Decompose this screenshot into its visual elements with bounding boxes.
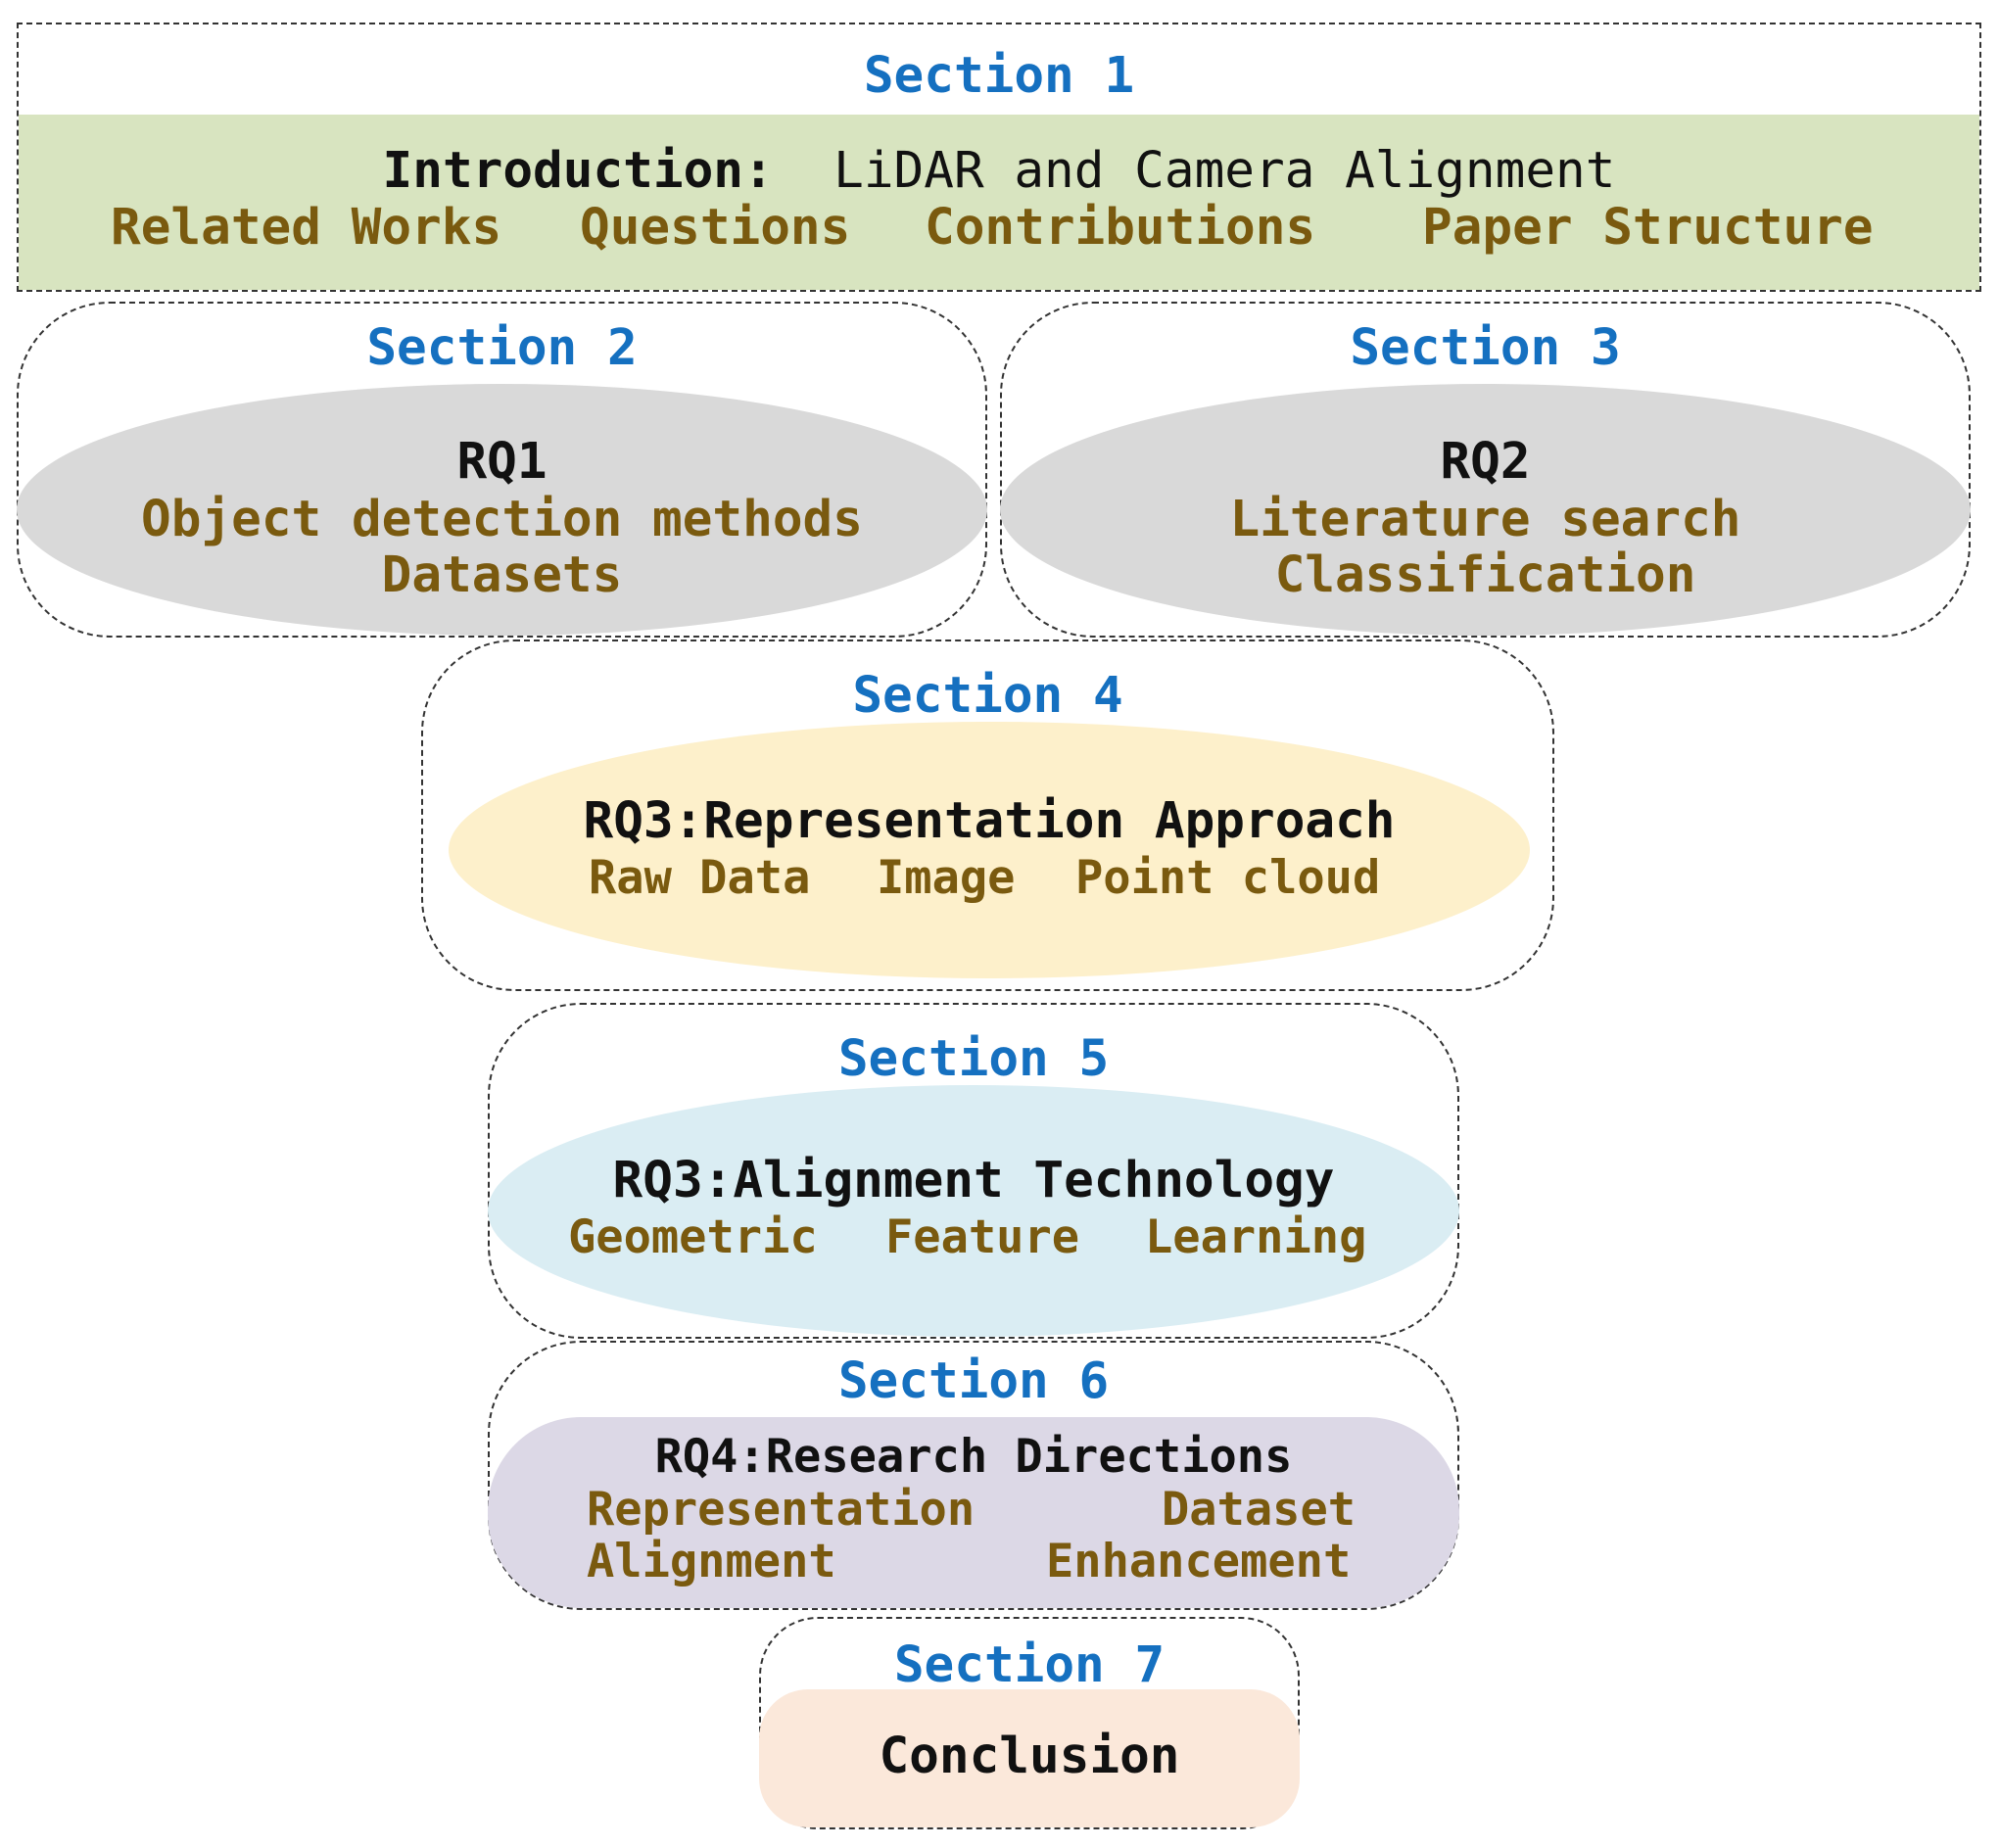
section-5-item-feature: Feature <box>885 1210 1080 1264</box>
section-5-title: Section 5 <box>837 1030 1110 1088</box>
section-6-box: Section 6 RQ4:Research Directions Repres… <box>488 1341 1459 1610</box>
section-5-item-learning: Learning <box>1145 1210 1367 1264</box>
section-4-item-image: Image <box>877 851 1016 905</box>
section-1-topic-text: LiDAR and Camera Alignment <box>833 142 1616 200</box>
section-6-item-dataset: Dataset <box>1162 1483 1356 1537</box>
section-5-rq: RQ3:Alignment Technology <box>612 1152 1335 1209</box>
section-3-line-1: Literature search <box>1229 491 1741 548</box>
section-6-item-representation: Representation <box>587 1483 976 1537</box>
section-3-title: Section 3 <box>1350 319 1621 377</box>
section-5-box: Section 5 RQ3:Alignment Technology Geome… <box>488 1003 1459 1339</box>
section-3-box: Section 3 RQ2 Literature search Classifi… <box>1000 302 1971 638</box>
section-2-line-1: Object detection methods <box>141 491 863 548</box>
section-1-subtopic-paper-structure: Paper Structure <box>1422 199 1874 257</box>
section-1-topic-label: Introduction: <box>382 142 774 200</box>
section-2-line-2: Datasets <box>381 546 623 604</box>
section-5-item-geometric: Geometric <box>568 1210 818 1264</box>
section-6-item-alignment: Alignment <box>587 1535 836 1588</box>
section-4-rq: RQ3:Representation Approach <box>583 792 1396 850</box>
section-6-shape: RQ4:Research Directions Representation D… <box>488 1417 1459 1608</box>
section-2-ellipse: RQ1 Object detection methods Datasets <box>17 384 987 636</box>
section-7-box: Section 7 Conclusion <box>759 1617 1300 1829</box>
section-7-title: Section 7 <box>893 1636 1166 1694</box>
section-4-ellipse: RQ3:Representation Approach Raw Data Ima… <box>449 722 1530 978</box>
section-1-box: Section 1 Introduction: LiDAR and Camera… <box>17 23 1981 292</box>
section-3-line-2: Classification <box>1274 546 1696 604</box>
section-6-title: Section 6 <box>837 1352 1110 1410</box>
section-6-item-enhancement: Enhancement <box>1046 1535 1352 1588</box>
section-3-rq: RQ2 <box>1440 433 1531 491</box>
section-3-ellipse: RQ2 Literature search Classification <box>1000 384 1971 636</box>
section-7-topic: Conclusion <box>879 1728 1180 1785</box>
section-1-subtopic-questions: Questions <box>580 199 851 257</box>
section-1-title: Section 1 <box>863 47 1135 105</box>
section-5-ellipse: RQ3:Alignment Technology Geometric Featu… <box>488 1085 1459 1337</box>
section-4-box: Section 4 RQ3:Representation Approach Ra… <box>421 640 1554 991</box>
section-1-subtopic-contributions: Contributions <box>925 199 1316 257</box>
section-6-rq: RQ4:Research Directions <box>654 1430 1293 1484</box>
section-4-title: Section 4 <box>852 667 1123 725</box>
section-4-item-point-cloud: Point cloud <box>1075 851 1381 905</box>
section-7-shape: Conclusion <box>759 1689 1300 1827</box>
section-2-rq: RQ1 <box>456 433 547 491</box>
section-2-title: Section 2 <box>366 319 638 377</box>
section-4-item-raw-data: Raw Data <box>589 851 811 905</box>
section-2-box: Section 2 RQ1 Object detection methods D… <box>17 302 987 638</box>
section-1-subtopic-related-works: Related Works <box>111 199 502 257</box>
section-1-band: Introduction: LiDAR and Camera Alignment… <box>19 115 1979 290</box>
